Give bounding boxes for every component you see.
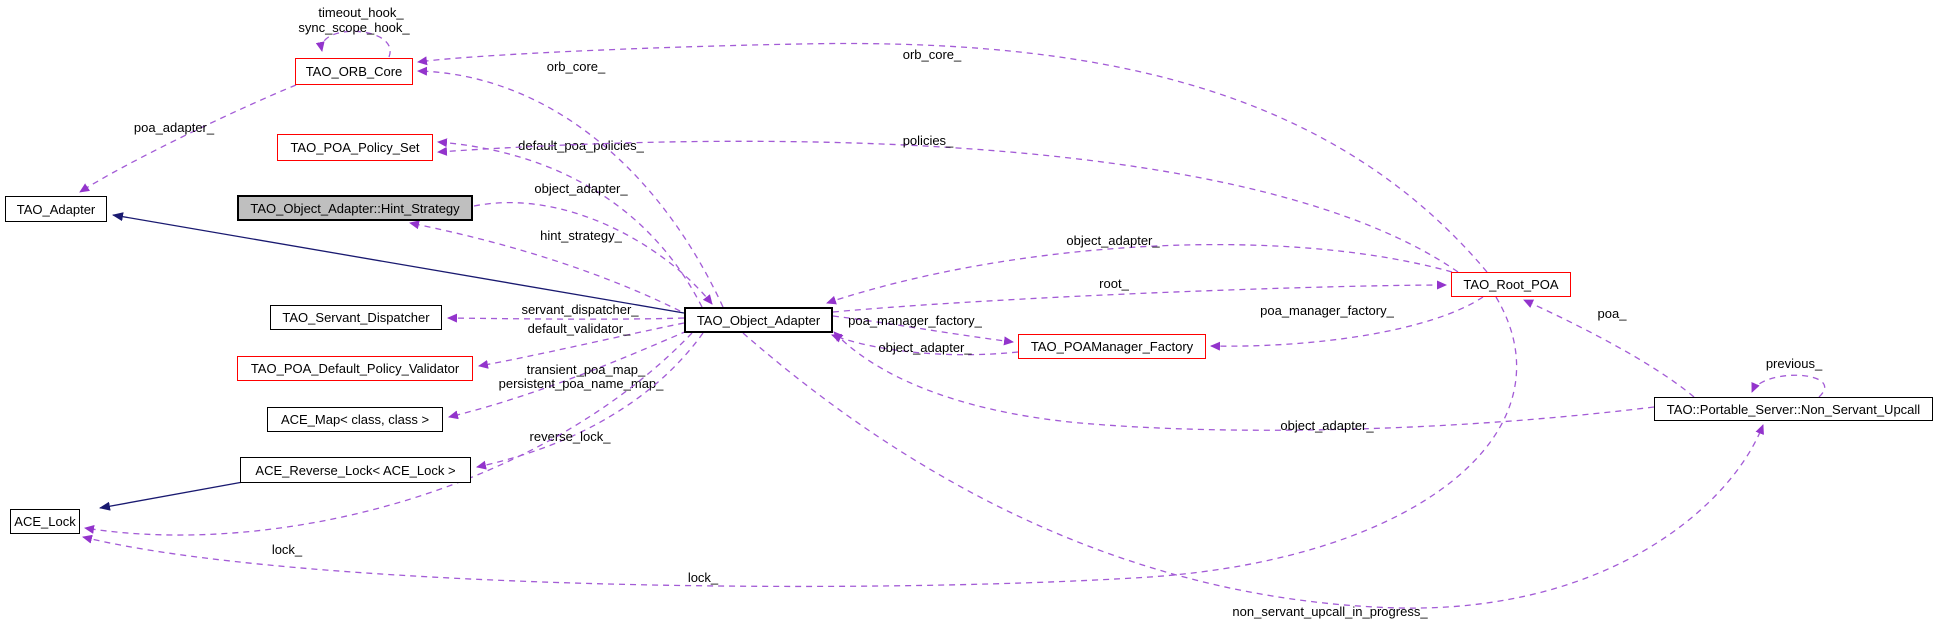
edge-non-servant-upcall-in-progress xyxy=(742,332,1764,609)
edge-object-adapter-from-root-poa xyxy=(826,243,1453,305)
svg-text:poa_adapter_: poa_adapter_ xyxy=(134,120,215,135)
node-label: TAO_POA_Policy_Set xyxy=(290,140,420,155)
svg-text:lock_: lock_ xyxy=(688,570,719,585)
svg-text:persistent_poa_name_map_: persistent_poa_name_map_ xyxy=(499,376,665,391)
edge-orb-core-from-root-poa xyxy=(417,42,1488,273)
node-label: TAO_Adapter xyxy=(16,201,96,217)
edge-poa-manager-factory-from-object-adapter xyxy=(832,315,1014,346)
svg-text:lock_: lock_ xyxy=(272,542,303,557)
edge-lock-from-object-adapter xyxy=(84,332,693,536)
svg-text:servant_dispatcher_: servant_dispatcher_ xyxy=(521,302,639,317)
edge-policies xyxy=(437,140,1459,273)
svg-text:transient_poa_map_: transient_poa_map_ xyxy=(527,362,646,377)
node-label: TAO_Object_Adapter xyxy=(696,312,821,328)
node-label: TAO::Portable_Server::Non_Servant_Upcall xyxy=(1666,401,1921,417)
node-label: TAO_Object_Adapter::Hint_Strategy xyxy=(250,200,460,216)
edge-poa-adapter xyxy=(79,84,297,193)
svg-text:non_servant_upcall_in_progress: non_servant_upcall_in_progress_ xyxy=(1232,604,1428,619)
node-ace-lock[interactable]: ACE_Lock xyxy=(10,509,80,534)
edge-object-adapter-from-hint-strategy xyxy=(473,201,713,305)
node-hint-strategy[interactable]: TAO_Object_Adapter::Hint_Strategy xyxy=(237,195,473,221)
svg-text:root_: root_ xyxy=(1099,276,1129,291)
node-ace-map[interactable]: ACE_Map< class, class > xyxy=(267,407,443,432)
node-non-servant-upcall[interactable]: TAO::Portable_Server::Non_Servant_Upcall xyxy=(1654,397,1933,421)
node-tao-root-poa[interactable]: TAO_Root_POA xyxy=(1451,272,1571,297)
node-label: TAO_Servant_Dispatcher xyxy=(282,310,430,325)
svg-text:poa_manager_factory_: poa_manager_factory_ xyxy=(848,313,982,328)
node-label: TAO_ORB_Core xyxy=(305,64,403,79)
svg-text:orb_core_: orb_core_ xyxy=(547,59,606,74)
node-tao-poa-policy-set[interactable]: TAO_POA_Policy_Set xyxy=(277,134,433,161)
node-tao-orb-core[interactable]: TAO_ORB_Core xyxy=(295,58,413,85)
node-tao-poamanager-factory[interactable]: TAO_POAManager_Factory xyxy=(1018,334,1206,359)
node-label: ACE_Lock xyxy=(14,514,76,529)
edge-default-poa-policies xyxy=(437,138,703,308)
node-label: TAO_POA_Default_Policy_Validator xyxy=(250,361,460,376)
edge-poa xyxy=(1523,299,1695,398)
node-tao-object-adapter[interactable]: TAO_Object_Adapter xyxy=(684,307,833,333)
edge-orb-core-from-object-adapter xyxy=(417,66,724,308)
node-tao-poa-default-policy-validator[interactable]: TAO_POA_Default_Policy_Validator xyxy=(237,356,473,381)
svg-text:object_adapter_: object_adapter_ xyxy=(534,181,628,196)
edge-previous-self xyxy=(1751,374,1826,398)
edge-default-validator xyxy=(478,322,685,369)
edge-servant-dispatcher xyxy=(447,313,685,323)
node-ace-reverse-lock[interactable]: ACE_Reverse_Lock< ACE_Lock > xyxy=(240,457,471,483)
edge-label-sync-scope-hook: sync_scope_hook_ xyxy=(298,20,410,35)
svg-text:policies_: policies_ xyxy=(903,133,954,148)
svg-text:poa_: poa_ xyxy=(1598,306,1628,321)
node-label: TAO_POAManager_Factory xyxy=(1030,339,1194,354)
edge-inherit-ace-lock xyxy=(99,481,244,511)
svg-text:default_validator_: default_validator_ xyxy=(528,321,631,336)
edge-object-adapter-from-factory xyxy=(831,333,1019,356)
svg-text:object_adapter_: object_adapter_ xyxy=(1280,418,1374,433)
svg-text:object_adapter_: object_adapter_ xyxy=(1066,233,1160,248)
svg-text:orb_core_: orb_core_ xyxy=(903,47,962,62)
svg-text:default_poa_policies_: default_poa_policies_ xyxy=(518,138,645,153)
edge-orb-core-self xyxy=(315,30,391,58)
node-label: ACE_Map< class, class > xyxy=(280,412,430,427)
edge-poa-maps xyxy=(448,330,688,420)
edge-root xyxy=(832,280,1447,313)
edge-inherit-tao-adapter xyxy=(112,212,685,314)
svg-text:poa_manager_factory_: poa_manager_factory_ xyxy=(1260,303,1394,318)
svg-text:hint_strategy_: hint_strategy_ xyxy=(540,228,622,243)
node-tao-adapter[interactable]: TAO_Adapter xyxy=(5,196,107,222)
svg-text:previous_: previous_ xyxy=(1766,356,1823,371)
edge-hint-strategy xyxy=(409,220,691,317)
edge-object-adapter-from-upcall xyxy=(833,331,1655,431)
node-label: TAO_Root_POA xyxy=(1463,277,1559,292)
edge-poa-manager-factory-from-root-poa xyxy=(1210,296,1484,351)
node-tao-servant-dispatcher[interactable]: TAO_Servant_Dispatcher xyxy=(270,305,442,330)
edge-label-timeout-hook: timeout_hook_ xyxy=(318,5,404,20)
svg-text:object_adapter_: object_adapter_ xyxy=(878,340,972,355)
svg-text:reverse_lock_: reverse_lock_ xyxy=(530,429,612,444)
edge-lock-from-root-poa xyxy=(82,296,1518,588)
node-label: ACE_Reverse_Lock< ACE_Lock > xyxy=(255,462,456,478)
